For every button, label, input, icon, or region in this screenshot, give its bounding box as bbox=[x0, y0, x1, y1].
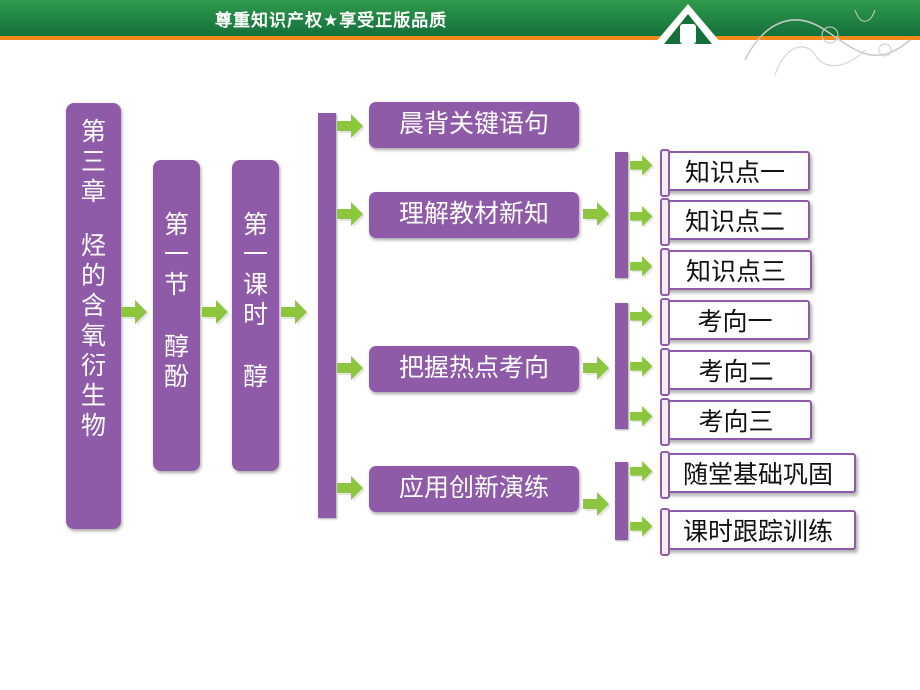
topic-direction-1[interactable]: 考向一 bbox=[660, 298, 810, 346]
knowledge-bracket-bar bbox=[615, 152, 628, 278]
lesson-box[interactable]: 第一课时 醇 bbox=[232, 160, 279, 471]
arrow-right-icon bbox=[630, 206, 655, 229]
arrow-right-icon bbox=[337, 356, 365, 382]
arrow-right-icon bbox=[630, 356, 655, 379]
arrow-right-icon bbox=[583, 202, 611, 228]
section-title: 醇酚 bbox=[163, 332, 189, 391]
lesson-title: 醇 bbox=[242, 362, 268, 391]
arrow-right-icon bbox=[337, 202, 365, 228]
arrow-right-icon bbox=[202, 300, 230, 326]
header-accent-line bbox=[0, 36, 920, 40]
chapter-title: 烃的含氧衍生物 bbox=[80, 231, 106, 440]
knowledge-point-2[interactable]: 知识点二 bbox=[660, 198, 810, 246]
topic-direction-2[interactable]: 考向二 bbox=[660, 348, 812, 396]
arrow-right-icon bbox=[281, 300, 309, 326]
arrow-right-icon bbox=[337, 476, 365, 502]
part-understand-textbook[interactable]: 理解教材新知 bbox=[369, 192, 579, 238]
arrow-right-icon bbox=[583, 492, 611, 518]
arrow-right-icon bbox=[630, 516, 655, 539]
topics-bracket-bar bbox=[615, 303, 628, 429]
arrow-right-icon bbox=[630, 406, 655, 429]
lesson-number: 第一课时 bbox=[242, 210, 268, 329]
arrow-right-icon bbox=[630, 256, 655, 279]
chapter-box[interactable]: 第三章 烃的含氧衍生物 bbox=[66, 103, 121, 529]
in-class-practice[interactable]: 随堂基础巩固 bbox=[660, 451, 856, 499]
knowledge-point-1[interactable]: 知识点一 bbox=[660, 149, 810, 197]
arrow-right-icon bbox=[583, 356, 611, 382]
header-slogan: 尊重知识产权★享受正版品质 bbox=[215, 11, 448, 31]
after-class-training[interactable]: 课时跟踪训练 bbox=[660, 508, 856, 556]
part-hot-topics[interactable]: 把握热点考向 bbox=[369, 346, 579, 392]
floral-decoration-icon bbox=[744, 9, 911, 76]
topic-direction-3[interactable]: 考向三 bbox=[660, 398, 812, 446]
main-bracket-bar bbox=[318, 113, 336, 518]
house-logo-icon bbox=[654, 4, 722, 44]
part-morning-recitation[interactable]: 晨背关键语句 bbox=[369, 102, 579, 148]
practice-bracket-bar bbox=[615, 462, 628, 540]
arrow-right-icon bbox=[121, 300, 149, 326]
arrow-right-icon bbox=[630, 461, 655, 484]
arrow-right-icon bbox=[630, 155, 655, 178]
arrow-right-icon bbox=[337, 114, 365, 140]
chapter-number: 第三章 bbox=[80, 117, 106, 206]
arrow-right-icon bbox=[630, 306, 655, 329]
section-box[interactable]: 第一节 醇酚 bbox=[153, 160, 200, 471]
knowledge-point-3[interactable]: 知识点三 bbox=[660, 248, 812, 296]
part-application-practice[interactable]: 应用创新演练 bbox=[369, 466, 579, 512]
section-number: 第一节 bbox=[163, 210, 189, 299]
